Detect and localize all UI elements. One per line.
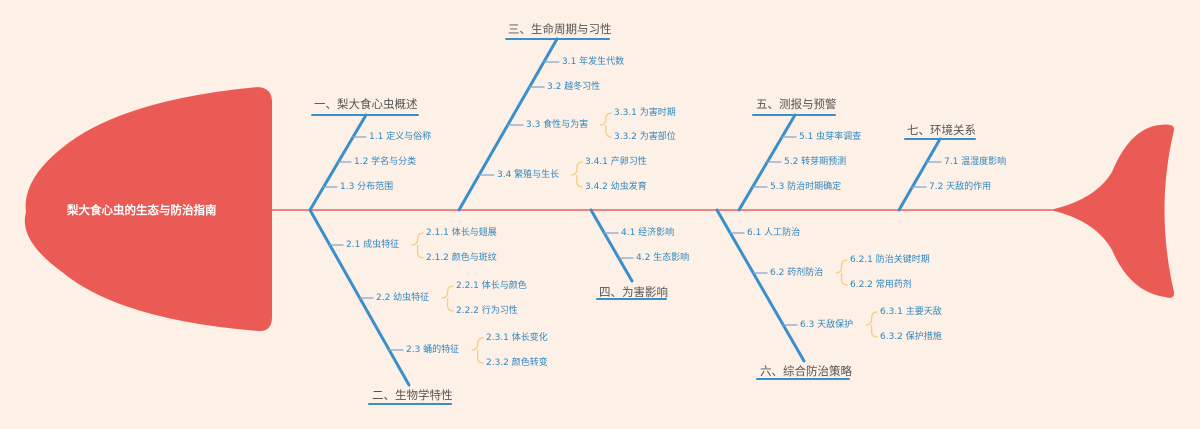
leaf-item[interactable]: 6.2.2 常用药剂 [850,280,912,290]
branch-item[interactable]: 3.3 食性与为害 [526,120,589,130]
leaf-item[interactable]: 2.2.2 行为习性 [456,306,518,316]
leaf-bracket [416,245,424,259]
leaf-bracket [835,259,848,274]
category-bone-c6 [715,208,806,363]
category-title-c6[interactable]: 六、综合防治策略 [760,364,852,378]
leaf-item[interactable]: 3.4.2 幼虫发育 [585,182,647,192]
leaf-item[interactable]: 6.2.1 防治关键时期 [850,255,930,265]
branch-item[interactable]: 2.1 成虫特征 [346,240,400,250]
leaf-item[interactable]: 2.2.1 体长与颜色 [456,281,527,291]
leaf-bracket [446,298,454,312]
branch-item[interactable]: 7.2 天敌的作用 [929,182,992,192]
leaf-bracket [471,337,484,351]
fish-head-shape[interactable] [24,87,273,332]
category-title-c7[interactable]: 七、环境关系 [907,123,976,137]
leaf-item[interactable]: 2.3.2 颜色转变 [486,358,548,368]
leaf-item[interactable]: 3.3.1 为害时期 [614,108,676,118]
branch-item[interactable]: 1.3 分布范围 [340,182,394,192]
category-title-c5[interactable]: 五、测报与预警 [756,97,837,111]
branch-item[interactable]: 3.1 年发生代数 [562,57,625,67]
branch-item[interactable]: 6.2 药剂防治 [770,268,824,278]
branch-item[interactable]: 3.2 越冬习性 [547,82,601,92]
branch-item[interactable]: 2.2 幼虫特征 [376,293,430,303]
diagram-title[interactable]: 梨大食心虫的生态与防治指南 [67,203,217,217]
leaf-item[interactable]: 2.1.1 体长与翅展 [426,228,497,238]
leaf-bracket [570,161,583,176]
leaf-item[interactable]: 2.3.1 体长变化 [486,333,548,343]
category-title-c2[interactable]: 二、生物学特性 [372,388,453,402]
branch-item[interactable]: 6.1 人工防治 [747,228,801,238]
category-title-c4[interactable]: 四、为害影响 [599,285,668,299]
leaf-bracket [441,285,454,299]
branch-item[interactable]: 5.1 虫芽率调查 [799,132,862,142]
branch-item[interactable]: 1.1 定义与俗称 [369,132,432,142]
leaf-item[interactable]: 3.3.2 为害部位 [614,132,676,142]
branch-item[interactable]: 7.1 温湿度影响 [944,157,1007,167]
branch-item[interactable]: 1.2 学名与分类 [354,157,417,167]
branch-item[interactable]: 5.2 转芽期预测 [784,157,847,167]
branch-item[interactable]: 5.3 防治时期确定 [770,182,842,192]
leaf-bracket [870,325,878,338]
leaf-bracket [576,175,583,188]
category-title-c1[interactable]: 一、梨大食心虫概述 [314,97,418,111]
branch-item[interactable]: 4.2 生态影响 [636,253,690,263]
branch-item[interactable]: 6.3 天敌保护 [800,320,854,330]
leaf-item[interactable]: 3.4.1 产卵习性 [585,157,647,167]
leaf-bracket [865,311,878,326]
branch-item[interactable]: 4.1 经济影响 [621,228,675,238]
branch-item[interactable]: 3.4 繁殖与生长 [497,170,560,180]
category-title-c3[interactable]: 三、生命周期与习性 [508,22,612,36]
leaf-bracket [599,112,612,126]
leaf-bracket [476,350,484,364]
leaf-item[interactable]: 6.3.1 主要天敌 [880,307,942,317]
leaf-bracket [840,273,848,286]
leaf-bracket [605,125,612,138]
leaf-item[interactable]: 2.1.2 颜色与斑纹 [426,253,497,263]
fish-tail-shape [1050,124,1175,298]
category-bone-c4 [589,208,634,283]
leaf-bracket [411,232,424,246]
leaf-item[interactable]: 6.3.2 保护措施 [880,332,942,342]
branch-item[interactable]: 2.3 蛹的特征 [406,345,460,355]
category-bone-c7 [897,137,942,212]
